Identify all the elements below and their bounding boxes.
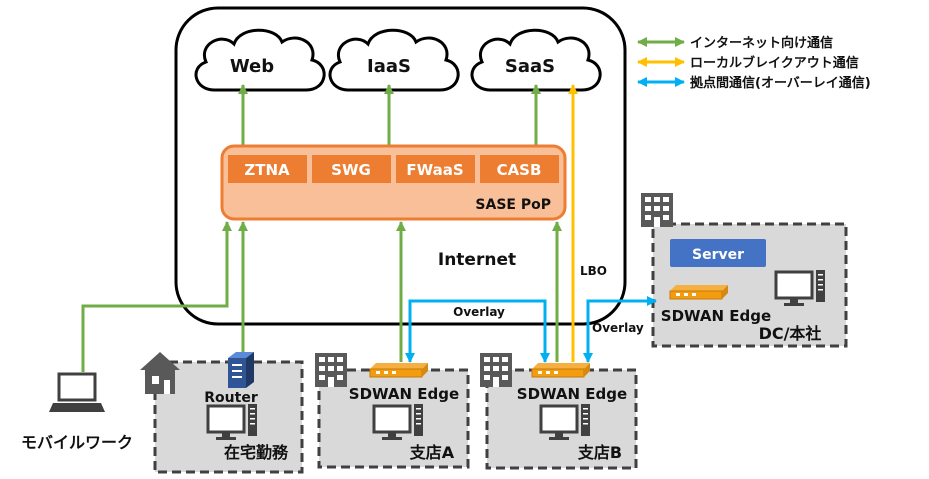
pc-tower-icon (248, 404, 257, 436)
pc-tower-icon (414, 404, 423, 436)
mobile-work-label: モバイルワーク (21, 433, 133, 452)
legend-lbo: ローカルブレイクアウト通信 (690, 55, 859, 71)
cloud-web-label: Web (230, 56, 274, 77)
sdwan-edge-icon (531, 362, 591, 378)
pc-tower-icon (581, 404, 590, 436)
server-box (670, 239, 766, 267)
overlay-branch-b-dc (583, 296, 657, 363)
pc-tower-icon (816, 270, 825, 302)
service-casb (480, 155, 559, 183)
house-icon (140, 352, 180, 394)
service-fwaas (396, 155, 475, 183)
service-casb-label: CASB (497, 161, 542, 179)
service-swg-label: SWG (331, 161, 371, 179)
sdwan-edge-icon (369, 362, 429, 378)
dc-hq-label: DC/本社 (759, 324, 822, 343)
building-icon (641, 193, 673, 227)
sdwan-edge-icon (669, 284, 729, 300)
home-office-label: 在宅勤務 (224, 443, 289, 462)
legend-internet: インターネット向け通信 (690, 35, 833, 51)
branch-a-label: 支店A (409, 443, 455, 462)
server-label: Server (692, 247, 744, 263)
cloud-iaas-label: IaaS (367, 56, 411, 77)
overlay-label-2: Overlay (592, 321, 644, 335)
service-swg (312, 155, 391, 183)
sase-pop (220, 144, 567, 221)
branch-b-label: 支店B (577, 443, 622, 462)
router-label: Router (204, 390, 258, 406)
lbo-label: LBO (580, 264, 607, 278)
internet-label: Internet (438, 250, 516, 270)
link-mobile (81, 221, 232, 372)
legend-overlay: 拠点間通信(オーバーレイ通信) (690, 75, 871, 91)
overlay-label-1: Overlay (453, 305, 505, 319)
laptop-icon (49, 372, 105, 412)
cloud-saas-label: SaaS (505, 56, 555, 77)
service-fwaas-label: FWaaS (406, 161, 463, 179)
building-icon (315, 353, 347, 387)
router-icon (228, 352, 254, 388)
sase-pop-label: SASE PoP (475, 197, 551, 213)
building-icon (480, 353, 512, 387)
branch-b-device-label: SDWAN Edge (517, 385, 627, 403)
service-ztna (228, 155, 307, 183)
legend: インターネット向け通信 ローカルブレイクアウト通信 拠点間通信(オーバーレイ通信… (637, 35, 871, 91)
service-ztna-label: ZTNA (244, 161, 290, 179)
branch-a-device-label: SDWAN Edge (349, 385, 459, 403)
overlay-branch-a-b (405, 299, 550, 363)
dc-device-label: SDWAN Edge (661, 307, 771, 325)
